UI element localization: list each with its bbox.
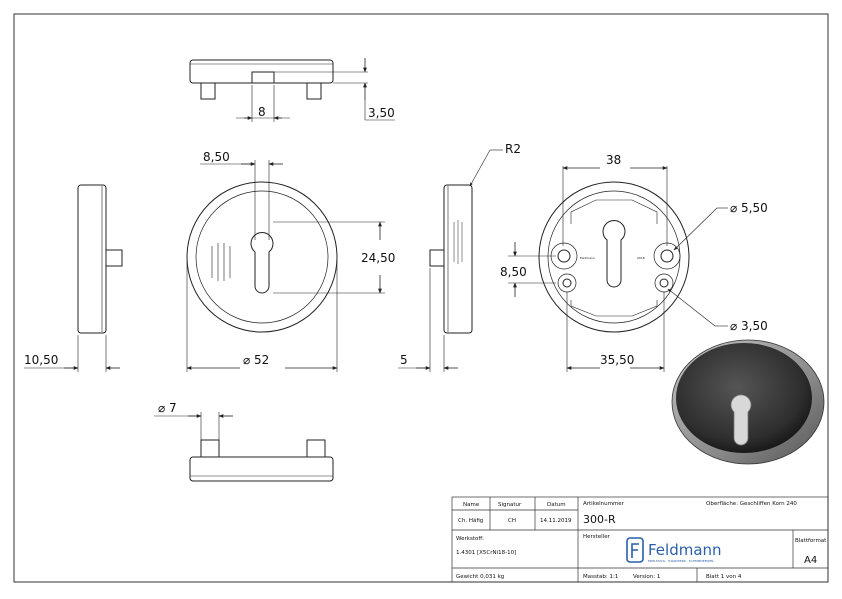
sheet-border <box>13 13 829 583</box>
bottom-view <box>154 412 334 482</box>
tb-datum-header: Datum <box>547 502 566 508</box>
front-inner-circle <box>195 190 329 324</box>
title-block-text: Name Signatur Datum Ch. Häfig CH 14.11.2… <box>456 501 827 580</box>
dim-back-spacing: 35,50 <box>600 353 634 367</box>
back-view <box>508 166 728 372</box>
tb-blattformat-label: Blattformat <box>795 538 827 544</box>
back-hole-large-left <box>557 249 571 263</box>
tb-massstab: Masstab: 1:1 <box>583 574 618 580</box>
right-side-view <box>398 149 503 372</box>
top-view <box>189 58 395 122</box>
dim-right-step: 5 <box>400 353 408 367</box>
tb-signatur-value: CH <box>508 518 516 524</box>
dim-front-slot-offset: 8,50 <box>203 150 230 164</box>
back-boss-right <box>653 242 681 270</box>
title-block <box>451 496 829 583</box>
dim-front-slot-height: 24,50 <box>361 251 395 265</box>
feldmann-logo: Feldmann EDELSTAHL · HANDWERK · SCHMIEDE… <box>626 537 722 563</box>
feldmann-logo-subtext: EDELSTAHL · HANDWERK · SCHMIEDEEISEN <box>648 559 713 563</box>
front-outer-circle <box>186 181 338 333</box>
bottom-view-pin-right <box>306 439 326 458</box>
left-view-pin <box>105 249 123 267</box>
front-view <box>186 160 385 372</box>
back-hole-small-left <box>562 278 572 288</box>
top-view-pin-right <box>306 82 322 100</box>
tb-version: Version: 1 <box>633 574 660 580</box>
tb-datum-value: 14.11.2019 <box>540 518 572 524</box>
left-side-view <box>24 184 123 372</box>
tb-blattformat-value: A4 <box>804 555 817 566</box>
back-boss-small-right <box>654 273 674 293</box>
tb-name-header: Name <box>463 502 480 508</box>
dim-back-hole-small: ⌀ 3,50 <box>730 319 768 333</box>
bottom-view-pin-left <box>200 439 220 458</box>
top-view-slot <box>251 71 275 84</box>
dim-back-hole-large: ⌀ 5,50 <box>730 201 768 215</box>
tb-artikelnummer-value: 300-R <box>583 513 616 526</box>
tb-oberflaeche: Oberfläche: Geschliffen Korn 240 <box>706 501 797 507</box>
dim-top-height: 3,50 <box>368 106 395 120</box>
bottom-view-body <box>189 456 334 482</box>
back-inner-circle <box>547 190 681 324</box>
back-engraving-left: Feldmann <box>580 256 595 260</box>
back-hole-large-right <box>660 249 674 263</box>
render-keyhole <box>730 394 752 446</box>
feldmann-logo-text: Feldmann <box>648 541 722 559</box>
dim-back-width: 38 <box>606 153 621 167</box>
tb-hersteller-label: Hersteller <box>583 534 611 540</box>
tb-name-value: Ch. Häfig <box>458 518 483 524</box>
tb-gewicht: Gewicht 0,031 kg <box>456 574 504 580</box>
tb-signatur-header: Signatur <box>498 502 522 508</box>
dim-bottom-pin: ⌀ 7 <box>158 401 177 415</box>
tb-artikelnummer-label: Artikelnummer <box>583 501 625 507</box>
front-keyhole <box>250 232 274 294</box>
dim-back-offset: 8,50 <box>500 265 527 279</box>
tb-werkstoff-value: 1.4301 [X5CrNi18-10] <box>456 550 516 556</box>
dim-left-thickness: 10,50 <box>24 353 58 367</box>
tb-blatt: Blatt 1 von 4 <box>706 574 742 580</box>
dim-front-diameter: ⌀ 52 <box>243 353 269 367</box>
dim-right-radius: R2 <box>505 142 521 156</box>
dim-top-slot-width: 8 <box>258 105 266 119</box>
back-engraving-right: 2018 <box>637 256 645 260</box>
feldmann-logo-icon <box>626 537 644 563</box>
right-view-pin <box>429 249 445 267</box>
top-view-pin-left <box>200 82 216 100</box>
back-boss-small-left <box>557 273 577 293</box>
back-hole-small-right <box>659 278 669 288</box>
back-keyhole <box>602 220 626 288</box>
tb-werkstoff-label: Werkstoff: <box>456 536 484 542</box>
isometric-render <box>671 339 825 465</box>
back-outer-circle <box>538 181 690 333</box>
